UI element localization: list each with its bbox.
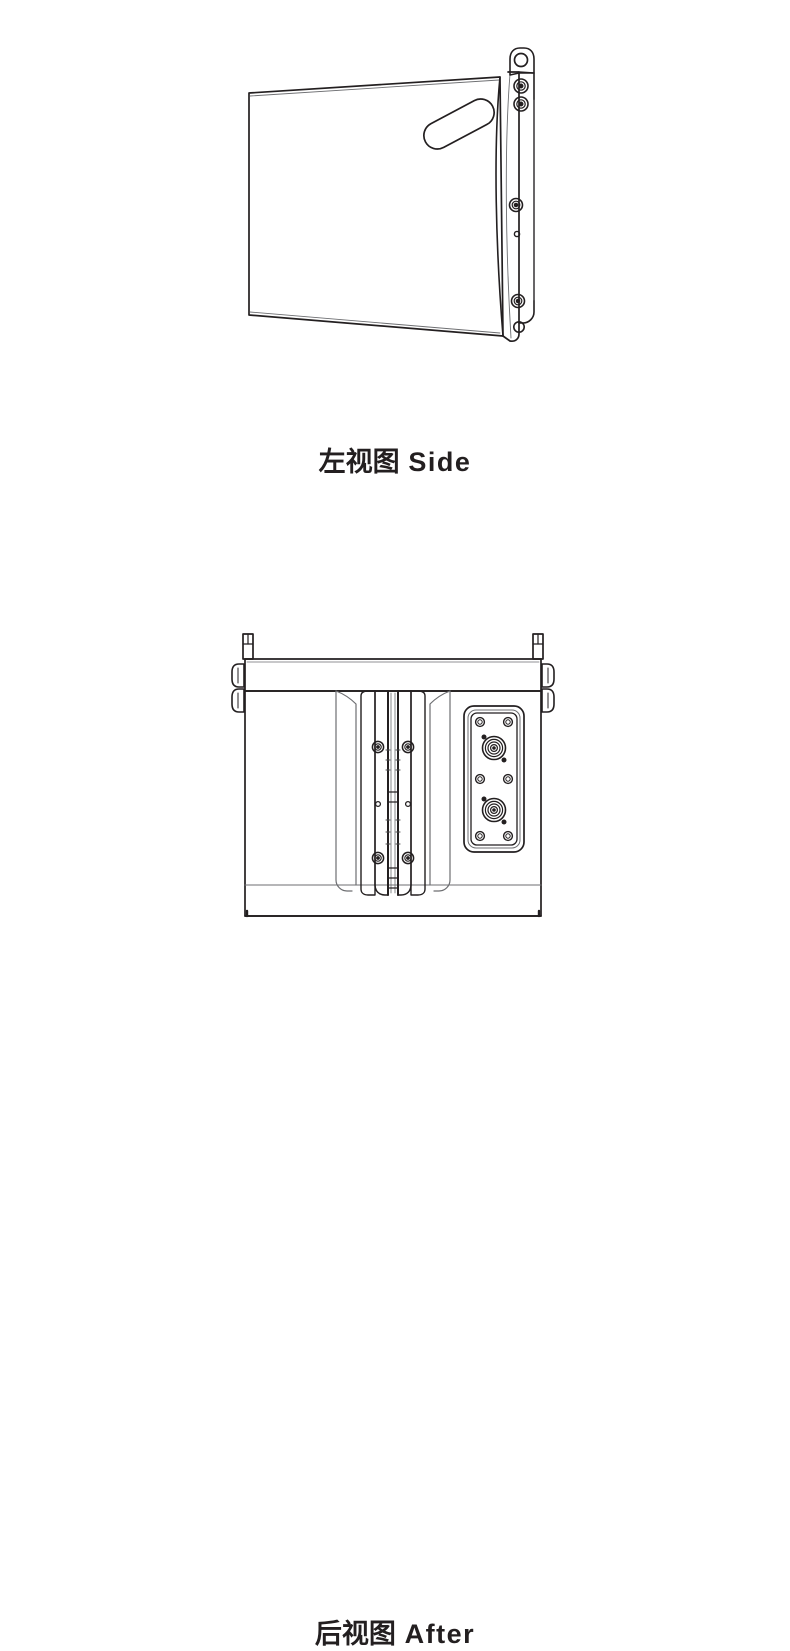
side-view-caption-en: Side [408,447,472,477]
side-view-caption-cn: 左视图 [318,447,400,477]
rear-spine-fastener-top-right [401,740,415,754]
rear-hook-bracket-right-lower [541,688,555,713]
rear-spine-shoulder-right [433,690,451,892]
rear-view-drawing [231,633,555,918]
rear-top-rigging-pin-left [242,633,254,660]
side-rail-flange [518,71,535,324]
rear-spine-pilot-hole-right [404,800,412,808]
rear-spine-rail-rungs [387,791,399,889]
rear-spine-pilot-hole-left [374,800,382,808]
side-top-rigging-tab-hole [513,52,529,68]
rear-top-rigging-pin-right [532,633,544,660]
rear-view-block: 后视图 After [0,620,790,1649]
rear-cabinet-outline [244,690,542,917]
rear-spine-box-left [360,690,376,896]
side-recessed-handle [423,98,495,150]
side-rail-fastener-3 [508,197,524,213]
side-cabinet-top-edge-inner [249,79,500,97]
rear-spine-chamfer-right [429,690,451,886]
rear-hook-bracket-right-upper [541,663,555,688]
side-view-caption: 左视图 Side [0,440,790,479]
side-cabinet-bottom-edge-inner [249,311,501,334]
side-view-drawing [248,47,535,343]
connector-screw-top-right [502,716,514,728]
side-rear-face-curve [495,76,504,337]
rear-spine-fastener-bottom-left [371,851,385,865]
rear-spine-fastener-bottom-right [401,851,415,865]
rear-speakon-connector-lower [481,796,507,825]
side-rigging-rail-inner-edge [505,73,512,339]
rear-hook-bracket-left-lower [231,688,245,713]
rear-spine-shoulder-left [335,690,353,892]
side-rail-fastener-4 [510,293,526,309]
rear-connector-plate [463,705,525,853]
side-rail-pilot-hole [513,230,521,238]
side-rigging-rail [502,71,520,343]
side-rail-fastener-1 [513,78,529,94]
rear-view-caption: 后视图 After [0,1612,790,1651]
connector-screw-bottom-left [474,830,486,842]
rear-spine-rail-tick-marks [385,749,401,845]
rear-spine-box-right [410,690,426,896]
side-top-rigging-tab [509,47,535,76]
side-rail-bottom-hole [512,320,525,333]
rear-top-band [244,658,542,692]
rear-spine-fastener-top-left [371,740,385,754]
side-rail-fastener-2 [513,96,529,112]
rear-view-caption-cn: 后视图 [314,1619,396,1649]
side-cabinet-outline [248,76,504,337]
connector-screw-top-left [474,716,486,728]
rear-connector-plate-screws [474,716,514,842]
connector-screw-mid-right [502,773,514,785]
rear-spine-panel-right [397,690,412,896]
connector-screw-mid-left [474,773,486,785]
rear-spine-panel-left [374,690,389,896]
side-view-block: 左视图 Side [0,0,790,500]
rear-hook-bracket-left-upper [231,663,245,688]
rear-view-caption-en: After [404,1619,476,1649]
rear-speakon-connector-upper [481,734,507,763]
connector-screw-bottom-right [502,830,514,842]
rear-spine-chamfer-left [335,690,357,886]
